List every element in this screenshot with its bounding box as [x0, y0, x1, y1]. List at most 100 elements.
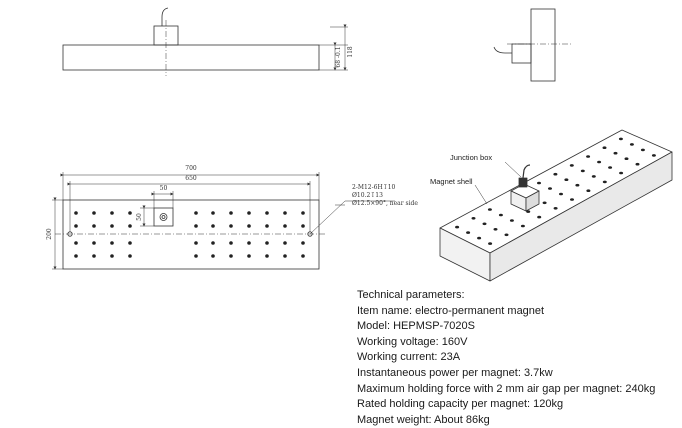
pole-dot	[229, 241, 233, 245]
pole-dot	[92, 241, 96, 245]
pole-dot	[265, 211, 269, 215]
iso-right-face	[489, 151, 673, 282]
iso-pole-dots	[455, 137, 656, 245]
side-view-junction-box	[511, 43, 532, 64]
pole-dot	[229, 211, 233, 215]
iso-pole-dot	[602, 180, 607, 184]
pole-dot	[247, 211, 251, 215]
pole-dot	[265, 224, 269, 228]
iso-pole-dot	[498, 213, 503, 217]
pole-dot	[247, 254, 251, 258]
iso-pole-dot	[520, 224, 525, 228]
front-view-body	[62, 44, 320, 71]
iso-pole-dot	[455, 225, 460, 229]
pole-dot	[128, 241, 132, 245]
pole-dot	[194, 241, 198, 245]
iso-pole-dot	[487, 208, 492, 211]
iso-pole-dot	[651, 154, 656, 157]
pole-dot	[110, 211, 114, 215]
iso-pole-dot	[493, 228, 498, 231]
iso-pole-dot	[504, 233, 509, 237]
pole-dot	[229, 254, 233, 258]
pole-dot	[194, 224, 198, 228]
iso-pole-dot	[482, 222, 487, 226]
iso-pole-dot	[564, 178, 569, 181]
specs-heading: Technical parameters:	[357, 289, 465, 301]
top-view-junction-box	[153, 207, 174, 227]
pole-dot	[211, 254, 215, 258]
dim-700-label: 700	[185, 165, 197, 172]
spec-max-holding-force: Maximum holding force with 2 mm air gap …	[357, 382, 656, 395]
iso-pole-dot	[586, 155, 591, 158]
iso-pole-dot	[591, 175, 596, 178]
side-view-cable	[493, 46, 512, 54]
iso-pole-dot	[553, 172, 558, 176]
iso-pole-dot	[471, 217, 476, 220]
top-view-body	[62, 199, 320, 270]
pole-dot	[194, 211, 198, 215]
pole-dot	[110, 224, 114, 228]
spec-instantaneous-power: Instantaneous power per magnet: 3.7kw	[357, 366, 553, 379]
pole-dot	[92, 211, 96, 215]
pole-dot	[283, 254, 287, 258]
callout-line-1: 2-M12-6H↧10	[352, 184, 396, 191]
callout-line-3: Ø12.5×90°, near side	[352, 200, 418, 207]
spec-model: Model: HEPMSP-7020S	[357, 320, 475, 333]
iso-pole-dot	[570, 198, 574, 201]
iso-pole-dot	[586, 189, 591, 192]
iso-pole-dot	[537, 181, 541, 185]
iso-pole-dot	[640, 148, 645, 152]
magnet-shell-leader	[474, 184, 488, 205]
pole-dot	[247, 241, 251, 245]
dim-650-label: 650	[185, 175, 197, 182]
front-view	[62, 7, 348, 76]
pole-dot	[301, 241, 305, 245]
iso-pole-dot	[542, 201, 547, 205]
iso-pole-dot	[569, 164, 574, 167]
pole-dot	[128, 254, 132, 258]
dim-200-label: 200	[46, 228, 53, 240]
isometric-view	[439, 129, 673, 282]
pole-dot	[110, 241, 114, 245]
iso-pole-dot	[575, 183, 580, 187]
pole-dot	[265, 241, 269, 245]
iso-pole-dot	[477, 236, 482, 240]
iso-pole-dot	[580, 169, 585, 173]
pole-dot	[211, 211, 215, 215]
front-view-cable	[161, 7, 169, 26]
junction-box-leader	[504, 161, 522, 178]
iso-pole-dot	[629, 143, 634, 146]
pole-dot	[283, 241, 287, 245]
iso-pole-dot	[597, 160, 602, 164]
pole-dot	[229, 224, 233, 228]
iso-junction-box-side	[525, 190, 540, 212]
spec-item-name: Item name: electro-permanent magnet	[357, 304, 545, 317]
technical-parameters: Technical parameters: Item name: electro…	[357, 288, 677, 428]
pole-dot	[301, 254, 305, 258]
iso-pole-dot	[619, 171, 624, 175]
callout-leader	[309, 200, 395, 235]
spec-magnet-weight: Magnet weight: About 86kg	[357, 413, 490, 426]
iso-pole-dot	[553, 207, 558, 210]
iso-cable	[522, 164, 531, 179]
pole-dot	[283, 211, 287, 215]
iso-pole-dot	[618, 137, 623, 141]
dim-50-vertical-label: 50	[136, 213, 143, 221]
callout-line-2: Ø10.2↧13	[352, 192, 383, 199]
spec-rated-holding-capacity: Rated holding capacity per magnet: 120kg	[357, 398, 564, 411]
pole-dot	[301, 224, 305, 228]
iso-pole-dot	[559, 192, 563, 196]
pole-dot	[92, 254, 96, 258]
junction-box-label: Junction box	[450, 153, 492, 162]
iso-pole-dot	[602, 146, 607, 149]
side-view-body	[530, 8, 556, 82]
dim-68-label: 68 -0.1	[335, 46, 342, 67]
iso-cable-gland	[518, 177, 528, 188]
pole-dot	[110, 254, 114, 258]
iso-pole-dot	[548, 187, 552, 190]
dim-50-label: 50	[160, 185, 168, 192]
iso-pole-dot	[526, 210, 531, 213]
pole-dot	[74, 211, 78, 215]
pole-dot	[247, 224, 251, 228]
